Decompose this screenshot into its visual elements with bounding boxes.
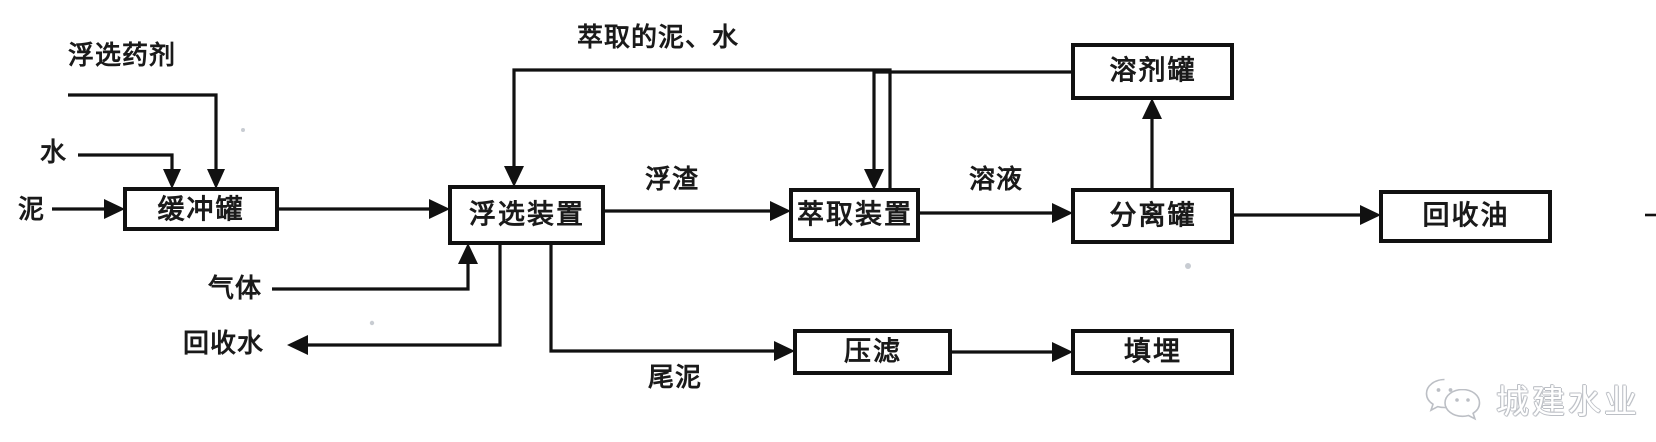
node-label: 萃取装置: [797, 200, 913, 231]
edge-label-extracted-sludge-water: 萃取的泥、水: [577, 22, 739, 53]
node-filter-press[interactable]: 压滤: [793, 329, 952, 375]
node-label: 浮选装置: [469, 200, 585, 231]
io-label-sludge-in: 泥: [18, 195, 45, 225]
node-landfill[interactable]: 填埋: [1071, 329, 1234, 375]
edge-buffer-tank-to-flotation-unit: [277, 199, 450, 219]
node-label: 缓冲罐: [158, 194, 245, 226]
node-solvent-tank[interactable]: 溶剂罐: [1071, 43, 1234, 100]
edge-label-float-scum: 浮渣: [645, 165, 699, 195]
node-extraction-unit[interactable]: 萃取装置: [789, 188, 920, 242]
scan-speck: [369, 320, 375, 326]
node-label: 溶剂罐: [1110, 55, 1197, 87]
edge-label-tailings-sludge: 尾泥: [648, 363, 702, 393]
node-buffer-tank[interactable]: 缓冲罐: [123, 187, 279, 231]
scan-speck: [1185, 263, 1191, 269]
edge-flotation-unit-to-recycled-water: [287, 243, 502, 355]
io-label-water-in: 水: [40, 138, 67, 168]
io-label-flotation-agent: 浮选药剂: [68, 41, 176, 71]
edge-flotation-agent-to-buffer-tank: [68, 93, 225, 189]
edge-filter-press-to-landfill: [950, 342, 1073, 362]
node-label: 填埋: [1124, 337, 1182, 368]
edge-sludge-to-buffer-tank: [52, 199, 125, 219]
edge-water-to-buffer-tank: [78, 153, 181, 189]
node-flotation-unit[interactable]: 浮选装置: [448, 185, 605, 245]
edge-flotation-unit-to-filter-press: [549, 243, 795, 361]
node-label: 回收油: [1423, 201, 1510, 232]
node-label: 分离罐: [1110, 200, 1197, 232]
edge-extraction-unit-to-separator-tank: [918, 203, 1073, 223]
node-recovered-oil[interactable]: 回收油: [1379, 190, 1552, 243]
node-label: 压滤: [844, 337, 902, 368]
io-label-gas-in: 气体: [207, 273, 262, 304]
edge-flotation-unit-to-extraction-unit: [603, 201, 791, 221]
edge-solvent-tank-to-extraction-unit: [864, 70, 1073, 190]
edge-gas-to-flotation-unit: [272, 243, 478, 291]
edge-label-solution: 溶液: [969, 164, 1023, 195]
edge-separator-tank-to-solvent-tank: [1142, 98, 1162, 190]
io-label-recycled-water: 回收水: [183, 329, 264, 359]
edge-extraction-unit-to-flotation-unit: [504, 68, 892, 190]
edge-separator-tank-to-recovered-oil: [1232, 205, 1381, 225]
scan-speck: [241, 128, 245, 132]
node-separator-tank[interactable]: 分离罐: [1071, 188, 1234, 244]
